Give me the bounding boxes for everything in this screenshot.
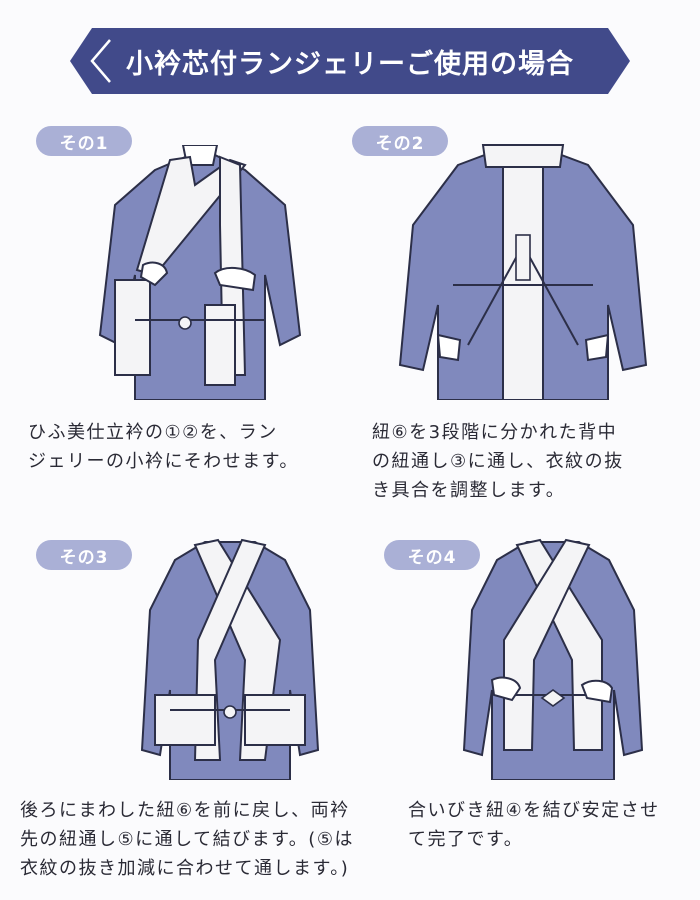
- step-4-illustration: [462, 538, 644, 780]
- step-2-caption-line: 紐⑥を3段階に分かれた背中: [372, 422, 618, 443]
- title-banner-shape: [70, 28, 630, 94]
- step-2-caption-line: き具合を調整します。: [372, 480, 566, 501]
- step-4-caption: 合いびき紐④を結び安定させ て完了です。: [408, 796, 660, 854]
- step-1-illustration: [98, 145, 302, 400]
- step-2-badge: その2: [352, 126, 448, 156]
- step-4-caption-line: て完了です。: [408, 829, 524, 850]
- step-3-badge: その3: [36, 540, 132, 570]
- step-3-caption-line: 衣紋の抜き加減に合わせて通します。): [20, 858, 350, 879]
- step-1-badge: その1: [36, 126, 132, 156]
- page-title: 小衿芯付ランジェリーご使用の場合: [126, 48, 574, 80]
- step-2-caption: 紐⑥を3段階に分かれた背中 の紐通し③に通し、衣紋の抜 き具合を調整します。: [372, 418, 624, 505]
- step-4-caption-line: 合いびき紐④を結び安定させ: [408, 800, 660, 821]
- step-2-caption-line: の紐通し③に通し、衣紋の抜: [372, 451, 624, 472]
- step-3-caption-line: 先の紐通し⑤に通して結びます。(⑤は: [20, 829, 354, 850]
- step-2-illustration: [398, 144, 648, 400]
- step-1-caption-line: ひふ美仕立衿の①②を、ラン: [28, 422, 278, 443]
- step-3-illustration: [140, 538, 320, 780]
- step-4-badge: その4: [384, 540, 480, 570]
- title-banner: 小衿芯付ランジェリーご使用の場合: [70, 28, 630, 94]
- step-3-caption: 後ろにまわした紐⑥を前に戻し、両衿 先の紐通し⑤に通して結びます。(⑤は 衣紋の…: [20, 796, 354, 883]
- step-1-caption-line: ジェリーの小衿にそわせます。: [28, 451, 299, 472]
- step-3-caption-line: 後ろにまわした紐⑥を前に戻し、両衿: [20, 800, 350, 821]
- step-1-caption: ひふ美仕立衿の①②を、ラン ジェリーの小衿にそわせます。: [28, 418, 299, 476]
